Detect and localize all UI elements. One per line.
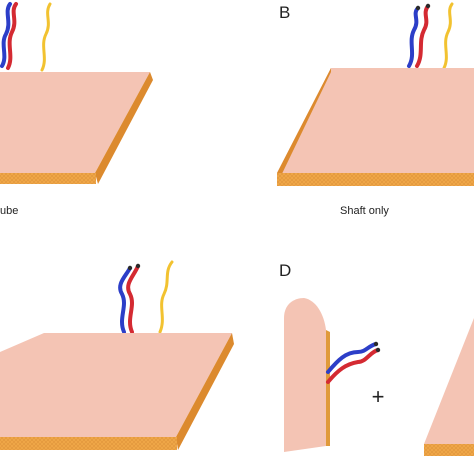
- skin-block-front-side: [424, 444, 474, 456]
- skin-block-right-side: [176, 333, 234, 450]
- yellow-wire: [40, 2, 52, 72]
- blue-wire: [407, 6, 420, 68]
- wire-tip: [375, 347, 381, 353]
- panel-a: [0, 2, 153, 184]
- panel-d-skin-block: [424, 318, 474, 456]
- skin-block-top: [0, 72, 150, 173]
- probe-side-edge: [326, 330, 330, 446]
- panel-a-wires: [0, 2, 52, 72]
- skin-block-front-side: [0, 437, 177, 450]
- wire-tip: [135, 263, 141, 269]
- red-wire: [326, 348, 380, 384]
- panel-d-probe: [284, 298, 381, 452]
- red-wire: [6, 2, 18, 70]
- red-wire: [415, 4, 430, 68]
- wire-tip: [425, 3, 431, 9]
- skin-block-front-side: [277, 173, 474, 186]
- panel-b-caption: Shaft only: [340, 205, 389, 217]
- blue-wire: [118, 266, 132, 334]
- panel-d-label: D: [279, 261, 292, 280]
- panel-b: [277, 2, 474, 186]
- panel-c-wires: [118, 260, 174, 334]
- skin-block-left-edge: [277, 68, 331, 180]
- red-wire: [126, 264, 140, 334]
- panel-d: +: [284, 298, 474, 456]
- skin-block-top: [277, 68, 474, 173]
- blue-wire: [326, 342, 378, 374]
- panel-b-wires: [407, 2, 454, 70]
- skin-block-top: [424, 318, 474, 444]
- skin-block-front-side: [0, 173, 96, 184]
- panel-c-skin-block: [0, 333, 234, 450]
- panel-c: [0, 260, 234, 450]
- panel-b-label: B: [279, 3, 291, 22]
- panel-b-skin-block: [277, 68, 474, 186]
- blue-wire: [0, 2, 12, 68]
- plus-operator: +: [372, 384, 385, 409]
- wire-tip: [415, 5, 421, 11]
- yellow-wire: [442, 2, 454, 70]
- skin-block-top: [0, 333, 232, 437]
- wire-tip: [373, 341, 379, 347]
- wire-tip: [127, 265, 133, 271]
- panel-a-skin-block: [0, 72, 153, 184]
- skin-block-right-side: [95, 72, 153, 184]
- probe-body: [284, 298, 326, 452]
- panel-a-caption: ube: [0, 205, 19, 217]
- yellow-wire: [158, 260, 174, 334]
